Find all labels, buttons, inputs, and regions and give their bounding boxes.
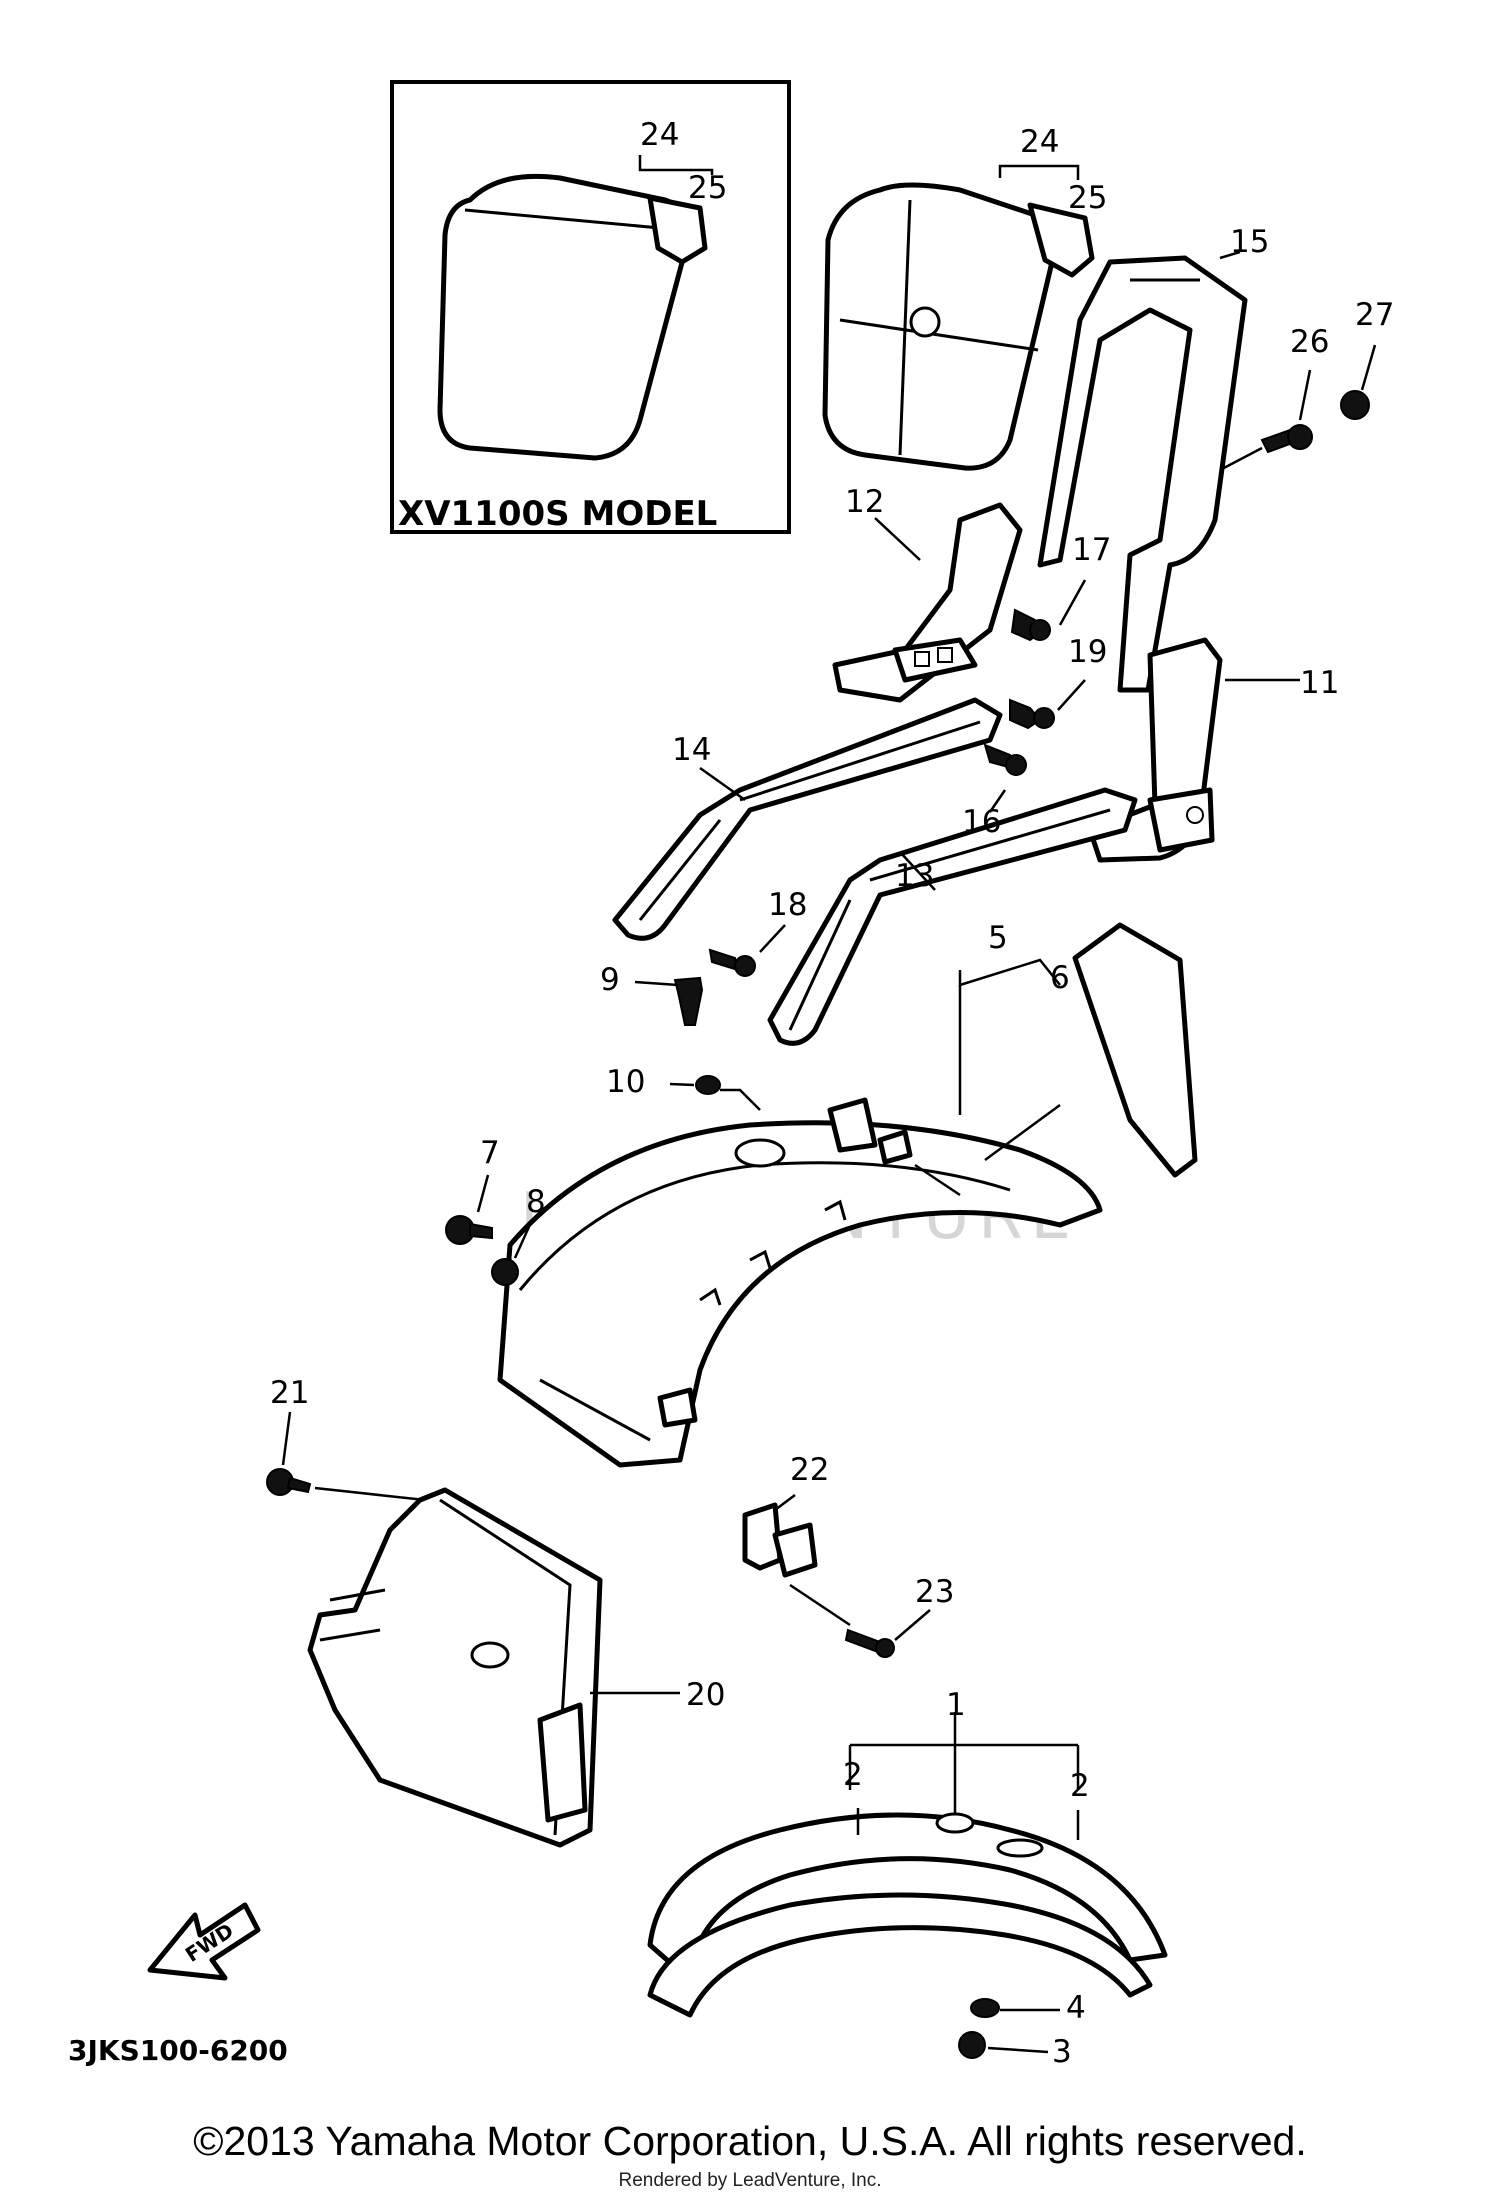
inset-caption: XV1100S MODEL (398, 494, 717, 534)
washer-4 (970, 1998, 1060, 2018)
callout-25: 25 (1068, 180, 1107, 216)
callout-25-inset: 25 (688, 170, 727, 206)
callout-14: 14 (672, 732, 711, 768)
bolt-19 (1009, 679, 1086, 730)
bolt-17 (1010, 579, 1087, 642)
screw-23 (844, 1609, 931, 1658)
bolt-7 (445, 1174, 493, 1245)
callout-26: 26 (1290, 324, 1329, 360)
bolt-18 (708, 924, 786, 977)
callout-21: 21 (270, 1375, 309, 1411)
rendered-by-notice: Rendered by LeadVenture, Inc. (618, 2170, 882, 2191)
callout-7: 7 (480, 1135, 500, 1171)
bracket-11 (1087, 637, 1300, 863)
front-fender (647, 1712, 1168, 2018)
callout-16: 16 (962, 804, 1001, 840)
fwd-arrow-icon: FWD (147, 1902, 261, 1981)
callout-10: 10 (606, 1064, 645, 1100)
callout-24-inset: 24 (640, 117, 679, 153)
side-cover-6 (958, 922, 1198, 1178)
bolt-26 (1219, 369, 1313, 472)
callout-27: 27 (1355, 297, 1394, 333)
drawing-code: 3JKS100-6200 (68, 2034, 288, 2067)
callout-18: 18 (768, 887, 807, 923)
mud-flap-20 (307, 1487, 680, 1848)
callout-5: 5 (988, 920, 1008, 956)
callout-23: 23 (915, 1574, 954, 1610)
washer-10 (669, 1075, 721, 1095)
callout-15: 15 (1230, 224, 1269, 260)
callout-8: 8 (526, 1184, 546, 1220)
callout-24: 24 (1020, 124, 1059, 160)
nut-27 (1340, 344, 1377, 420)
backrest-pad (822, 164, 1095, 471)
callout-2-right: 2 (1070, 1768, 1090, 1804)
bolt-21 (266, 1411, 426, 1502)
bracket-22 (742, 1494, 851, 1627)
callout-11: 11 (1300, 665, 1339, 701)
callout-9: 9 (600, 962, 620, 998)
nut-8 (491, 1219, 534, 1286)
inset-xv1100s-model: XV1100S MODEL (390, 80, 791, 534)
bolt-3 (958, 2031, 1049, 2059)
callout-6: 6 (1050, 960, 1070, 996)
callout-3: 3 (1052, 2034, 1072, 2070)
copyright-notice: ©2013 Yamaha Motor Corporation, U.S.A. A… (193, 2118, 1307, 2164)
callout-20: 20 (686, 1677, 725, 1713)
backrest-frame (1037, 250, 1248, 693)
bracket-12 (832, 502, 1023, 703)
rear-fender (497, 1088, 1103, 1468)
bolt-16 (983, 743, 1027, 813)
callout-1: 1 (946, 1687, 966, 1723)
bolt-9 (634, 976, 704, 1026)
callout-12: 12 (845, 484, 884, 520)
callout-17: 17 (1072, 532, 1111, 568)
grab-rail-14 (612, 697, 1003, 941)
callout-19: 19 (1068, 634, 1107, 670)
callout-22: 22 (790, 1452, 829, 1488)
callout-labels: 2425242515262712171911141613185691078212… (270, 117, 1394, 2070)
callout-2-left: 2 (843, 1757, 863, 1793)
callout-4: 4 (1066, 1990, 1086, 2026)
callout-13: 13 (895, 858, 934, 894)
grab-rail-13 (767, 787, 1138, 1046)
